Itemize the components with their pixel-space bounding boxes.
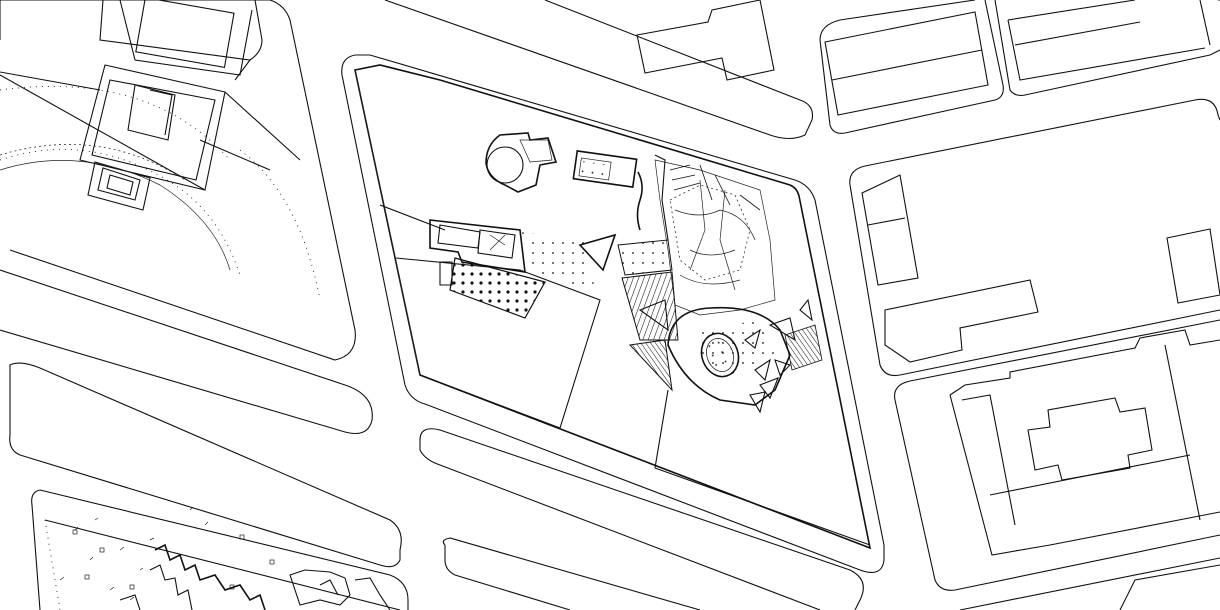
block-top-right-2 <box>994 0 1220 96</box>
park-features <box>429 132 823 414</box>
organic-area <box>654 159 776 316</box>
hatch-zone-a <box>617 239 673 276</box>
dotted-arc-inner <box>0 85 231 161</box>
block-top-right-1 <box>819 0 976 41</box>
small-triangles <box>744 328 792 414</box>
block-left-long <box>9 362 402 568</box>
building-l-shaped <box>636 0 775 81</box>
block-right-1 <box>849 98 1220 186</box>
block-bottom-strip <box>442 537 701 610</box>
block-mid-strip <box>419 428 864 610</box>
park-inner-boundary <box>354 64 872 550</box>
block-top-right-3 <box>1199 0 1211 46</box>
scattered-marks <box>59 506 209 601</box>
monument-complex <box>0 0 321 301</box>
triangle-feature <box>578 233 617 272</box>
oval-feature <box>700 332 740 378</box>
amphitheater <box>667 306 791 406</box>
block-top-strip <box>384 0 814 140</box>
building-complex <box>949 329 1220 396</box>
building-right-square <box>1166 228 1220 304</box>
buildings-right <box>861 174 1220 556</box>
central-park-site <box>341 54 885 573</box>
buildings-top <box>636 0 1220 116</box>
stair-right <box>784 324 823 371</box>
dotgrid-plaza <box>449 257 546 319</box>
pavilion-rect <box>572 150 638 188</box>
bottom-left-area <box>44 506 401 610</box>
building-right-tall <box>861 174 919 286</box>
block-right-3 <box>959 557 1220 610</box>
hatch-zone-c <box>628 339 673 392</box>
dotted-arc-outer <box>0 148 241 276</box>
building-top-right-a <box>824 11 989 116</box>
pavilion-round <box>485 132 558 193</box>
block-bottom-left <box>31 489 41 610</box>
dotgrid-field <box>520 232 595 290</box>
block-left-wedge <box>0 269 373 435</box>
block-top-left <box>0 0 356 361</box>
park-outer-curb <box>341 54 885 573</box>
detailed-ruin <box>154 543 266 610</box>
building-top-right-b <box>1007 0 1136 21</box>
block-right-2 <box>894 319 1220 401</box>
monument-stair <box>87 161 151 211</box>
building-right-long <box>884 279 1039 363</box>
